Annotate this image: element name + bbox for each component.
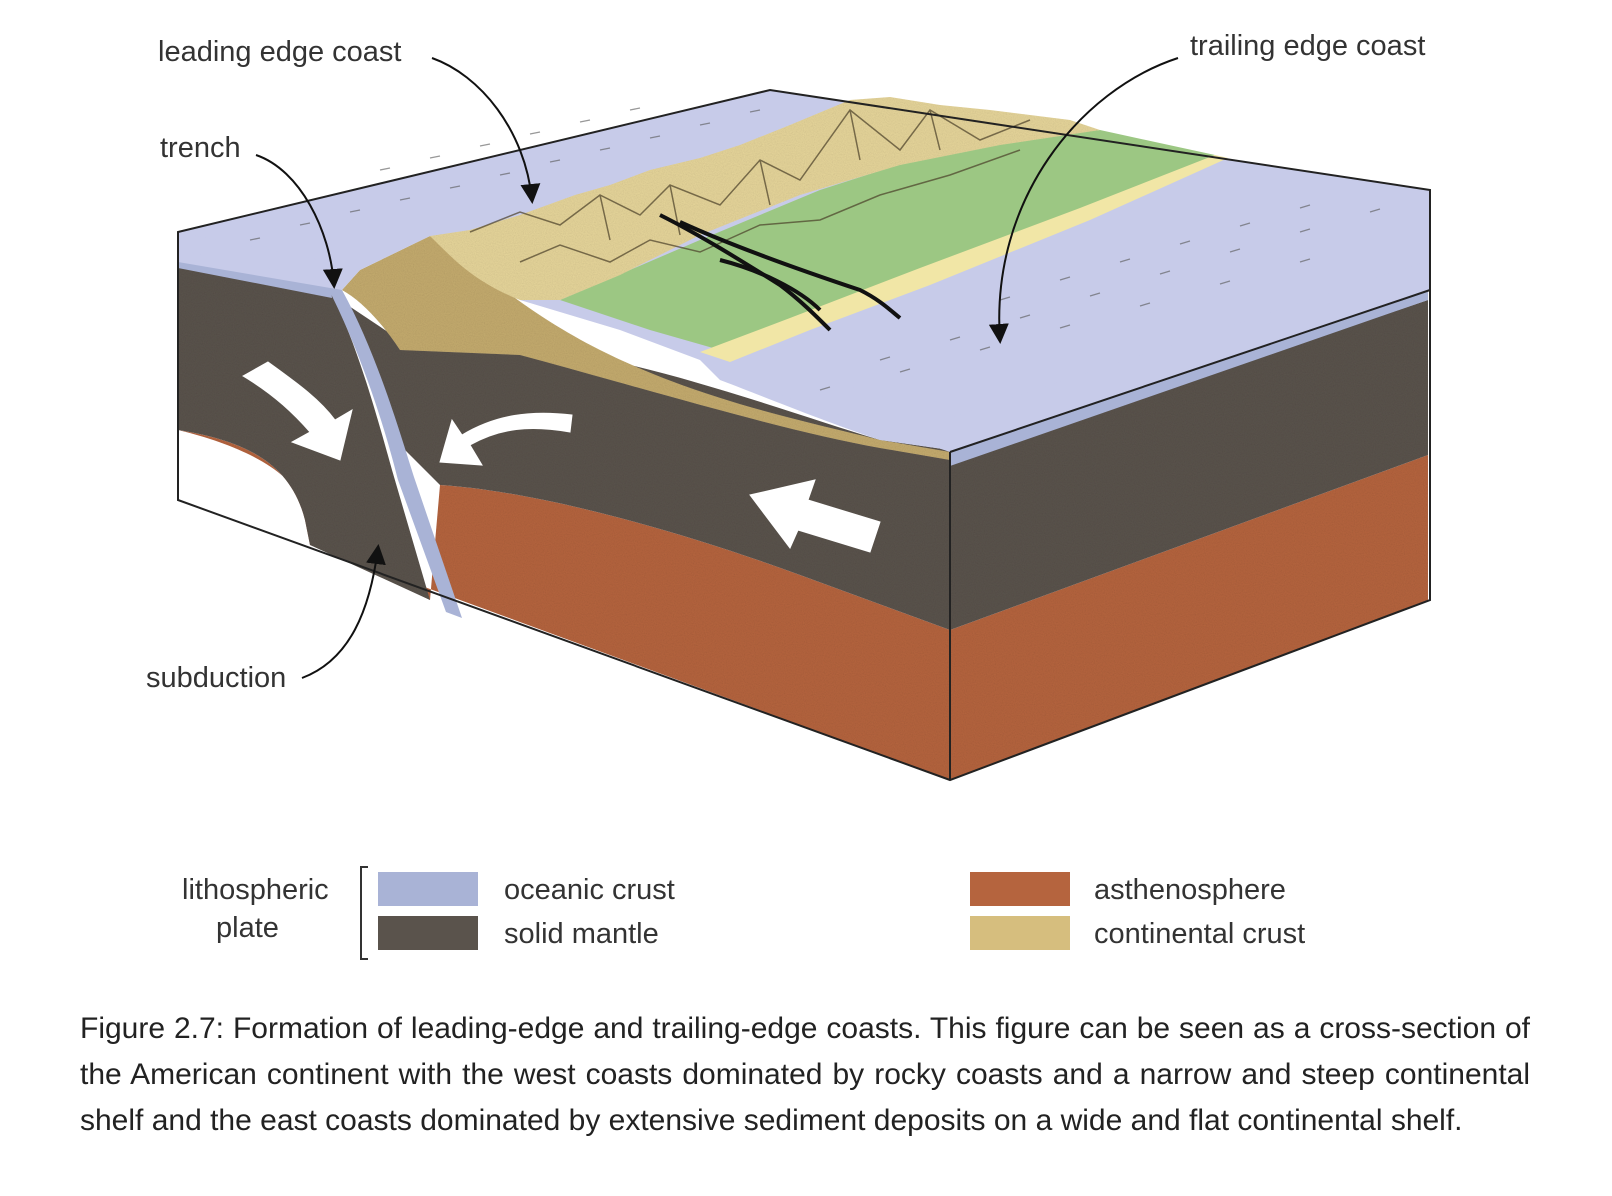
figure-caption: Figure 2.7: Formation of leading-edge an… (80, 1012, 1530, 1137)
label-subduction: subduction (146, 662, 287, 694)
legend-oceanic-crust: oceanic crust (504, 874, 675, 906)
beach (700, 155, 1228, 362)
legend-group-label-line1: lithospheric (182, 874, 329, 906)
top-surface (178, 90, 1430, 452)
white-arrow-curve-left-icon (439, 412, 573, 466)
continental-crust-front (342, 236, 950, 460)
legend-asthenosphere: asthenosphere (1094, 874, 1286, 906)
swatch-continental-crust (970, 916, 1070, 950)
legend-solid-mantle: solid mantle (504, 918, 659, 950)
pointer-arrows (255, 57, 1179, 679)
white-arrow-down-icon (241, 361, 353, 461)
subduction-pointer (301, 544, 386, 679)
leading-edge-pointer (431, 57, 541, 204)
lowland (560, 130, 1215, 350)
label-trailing-edge-coast: trailing edge coast (1190, 30, 1426, 62)
white-arrow-left-icon (749, 479, 881, 553)
label-leading-edge-coast: leading edge coast (158, 36, 402, 68)
label-trench: trench (160, 132, 241, 164)
asthenosphere-right (950, 455, 1428, 780)
legend-bracket (360, 866, 368, 960)
asthenosphere-front (178, 430, 950, 780)
ocean-front-edge (178, 232, 330, 280)
swatch-solid-mantle (378, 916, 478, 950)
flow-arrows (241, 361, 881, 553)
subducting-slab (326, 284, 462, 618)
mantle-right (950, 300, 1428, 630)
block-outline (177, 88, 1431, 782)
trench-pointer (255, 154, 343, 289)
ocean-ripples (249, 107, 1381, 391)
mantle-left-wedge (178, 262, 430, 600)
trailing-edge-pointer (988, 57, 1179, 344)
swatch-oceanic-crust (378, 872, 478, 906)
legend-group-label-line2: plate (216, 912, 279, 944)
swatch-asthenosphere (970, 872, 1070, 906)
mountains (430, 97, 1100, 300)
legend-continental-crust: continental crust (1094, 918, 1306, 950)
front-face (178, 236, 950, 780)
